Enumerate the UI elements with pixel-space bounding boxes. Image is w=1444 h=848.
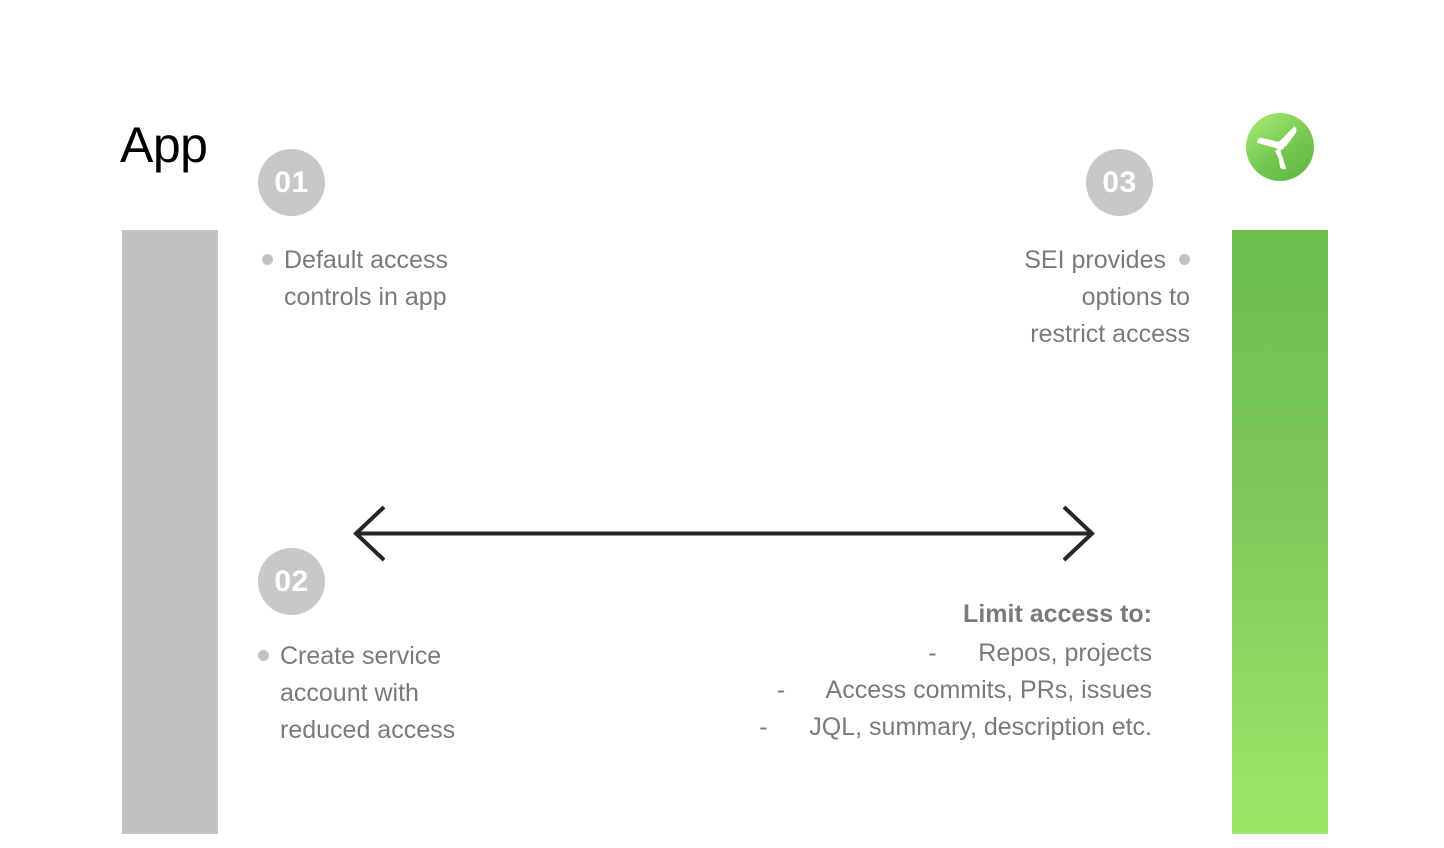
step-badge-03[interactable]: 03 <box>1086 149 1153 216</box>
limit-access-item: - Repos, projects <box>928 639 1152 667</box>
right-green-bar <box>1232 230 1328 834</box>
step-text-01: Default access controls in app <box>262 242 562 316</box>
step-03-line2: options to <box>1081 283 1190 311</box>
propeller-logo-icon <box>1245 112 1315 182</box>
step-02-line1: Create service <box>280 642 442 670</box>
step-01-line2: controls in app <box>284 283 447 311</box>
bullet-dot-icon <box>258 649 269 661</box>
bullet-dot-icon <box>1179 253 1190 265</box>
double-headed-arrow-icon <box>348 505 1100 563</box>
step-text-02: Create service account with reduced acce… <box>258 638 558 749</box>
limit-access-item: - JQL, summary, description etc. <box>759 713 1152 741</box>
step-03-line3: restrict access <box>1030 320 1190 348</box>
limit-access-block: Limit access to: - Repos, projects - Acc… <box>620 596 1152 746</box>
step-02-line2: account with <box>280 679 419 707</box>
step-03-line1: SEI provides <box>1024 246 1166 274</box>
step-badge-02[interactable]: 02 <box>258 548 325 615</box>
step-01-line1: Default access <box>284 246 448 274</box>
step-badge-01[interactable]: 01 <box>258 149 325 216</box>
left-gray-bar <box>122 230 218 834</box>
limit-access-item: - Access commits, PRs, issues <box>776 676 1152 704</box>
step-text-03: SEI provides options to restrict access <box>885 242 1190 353</box>
page-title: App <box>120 117 208 173</box>
step-02-line3: reduced access <box>280 716 456 744</box>
limit-access-heading: Limit access to: <box>963 600 1152 628</box>
bullet-dot-icon <box>262 253 273 265</box>
